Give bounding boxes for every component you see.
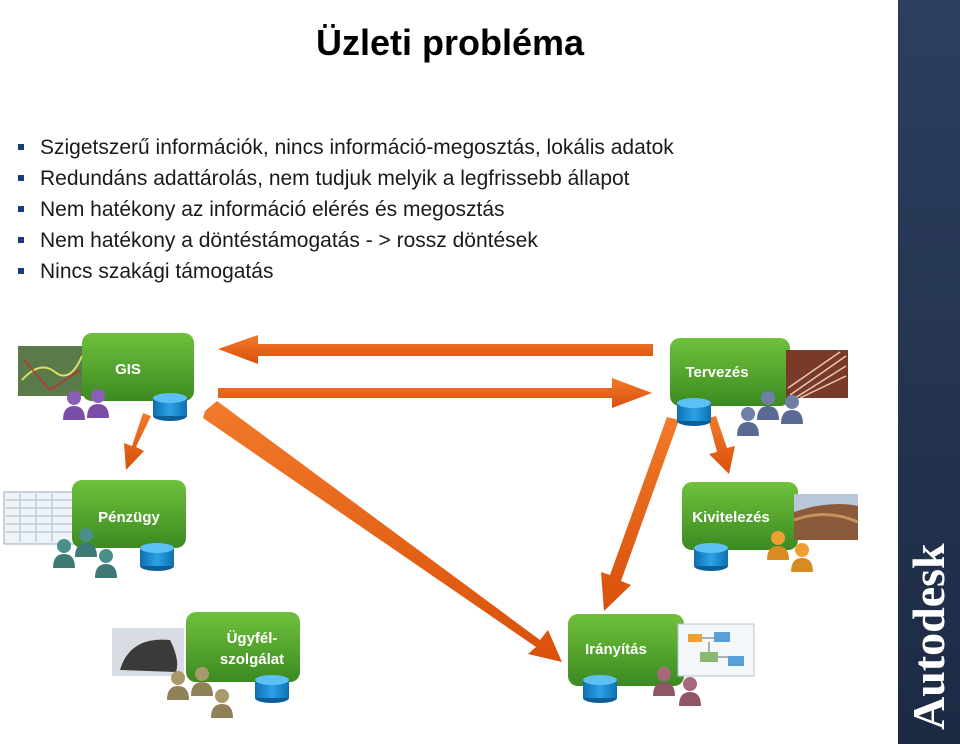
gis-label: GIS — [115, 361, 141, 378]
bullet-item: Szigetszerű információk, nincs informáci… — [18, 132, 674, 163]
tervezes-label: Tervezés — [685, 364, 748, 381]
autodesk-logo: Autodesk — [903, 543, 954, 730]
bullet-icon — [18, 175, 24, 181]
arrow-gis-to-tervezes — [218, 378, 652, 408]
penzugy-label: Pénzügy — [98, 509, 160, 526]
bullet-item: Nem hatékony a döntéstámogatás - > rossz… — [18, 225, 674, 256]
bullet-icon — [18, 268, 24, 274]
gis-box — [82, 333, 194, 401]
person-icon — [737, 407, 759, 436]
arrow-gis-to-iranyitas — [203, 401, 562, 662]
ugyfelszolgalat-box — [186, 612, 300, 682]
penzugy-box — [72, 480, 186, 548]
penzugy-spreadsheet-thumbnail — [3, 491, 75, 545]
bullet-item: Redundáns adattárolás, nem tudjuk melyik… — [18, 163, 674, 194]
person-icon — [211, 689, 233, 718]
arrow-gis-to-penzugy — [124, 413, 151, 470]
database-icon — [140, 543, 174, 571]
arrow-tervezes-to-gis — [218, 335, 653, 364]
arrow-tervezes-to-iranyitas — [601, 417, 679, 611]
iranyitas-box — [568, 614, 684, 686]
node-tervezes: Tervezés — [670, 338, 848, 436]
database-icon — [255, 675, 289, 703]
node-kivitelezes: Kivitelezés — [682, 482, 859, 572]
bullet-icon — [18, 206, 24, 212]
ugyfelszolgalat-label-line2: szolgálat — [220, 651, 284, 668]
iranyitas-label: Irányítás — [585, 641, 647, 658]
bullet-icon — [18, 144, 24, 150]
ugyfelszolgalat-label-line1: Ügyfél- — [227, 630, 278, 647]
kivitelezes-box — [682, 482, 798, 550]
bullet-text: Nem hatékony az információ elérés és meg… — [40, 198, 505, 221]
bullet-item: Nincs szakági támogatás — [18, 256, 674, 287]
bullet-item: Nem hatékony az információ elérés és meg… — [18, 194, 674, 225]
brand-sidebar — [898, 0, 960, 744]
bullet-text: Szigetszerű információk, nincs informáci… — [40, 136, 674, 159]
database-icon — [677, 398, 711, 426]
database-icon — [153, 393, 187, 421]
node-gis: GIS — [18, 333, 194, 421]
tervezes-box — [670, 338, 790, 406]
bullet-text: Redundáns adattárolás, nem tudjuk melyik… — [40, 167, 630, 190]
kivitelezes-label: Kivitelezés — [692, 509, 770, 526]
node-ugyfelszolgalat: Ügyfél- szolgálat — [112, 612, 300, 718]
bullet-list: Szigetszerű információk, nincs informáci… — [18, 132, 674, 287]
workflow-diagram: GIS Tervezés Pénzügy Kivitelezés — [3, 333, 859, 718]
iranyitas-flowchart-thumbnail — [677, 623, 755, 677]
bullet-icon — [18, 237, 24, 243]
bullet-text: Nincs szakági támogatás — [40, 260, 274, 283]
node-iranyitas: Irányítás — [568, 614, 755, 706]
node-penzugy: Pénzügy — [3, 480, 186, 578]
arrow-tervezes-to-kivitelezes — [708, 416, 735, 474]
database-icon — [694, 543, 728, 571]
bullet-text: Nem hatékony a döntéstámogatás - > rossz… — [40, 229, 538, 252]
database-icon — [583, 675, 617, 703]
page-title: Üzleti probléma — [315, 22, 585, 63]
person-icon — [95, 549, 117, 578]
